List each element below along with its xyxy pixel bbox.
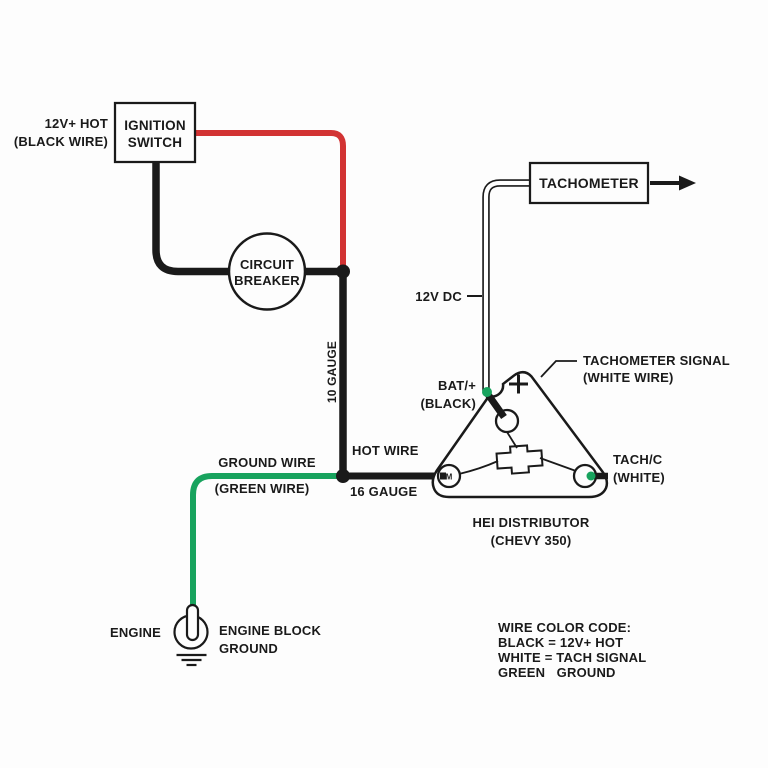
ignition-switch-box — [113, 101, 197, 164]
color-code-green: GREEN GROUND — [498, 665, 616, 680]
sixteen-gauge-label: 16 GAUGE — [350, 484, 417, 499]
m-terminal-mark: M — [446, 473, 453, 482]
tach-white-wire-core — [483, 180, 530, 391]
ignition-switch-label-1: IGNITION — [124, 118, 186, 133]
tach-signal-label-2: (WHITE WIRE) — [583, 370, 674, 385]
bat-green-dot — [482, 387, 492, 397]
tachometer-label: TACHOMETER — [539, 175, 639, 191]
circuit-breaker-label-1: CIRCUIT — [240, 257, 294, 272]
connector-bat-to-cross — [506, 431, 518, 449]
tach-c-label-1: TACH/C — [613, 452, 663, 467]
ten-gauge-label: 10 GAUGE — [325, 341, 339, 403]
tach-signal-pointer — [540, 360, 577, 378]
engine-block-label-2: GROUND — [219, 641, 278, 656]
color-code-white: WHITE = TACH SIGNAL — [498, 650, 646, 665]
color-code-title: WIRE COLOR CODE: — [498, 620, 631, 635]
tachometer-box — [528, 161, 650, 205]
junction-dot-bottom — [336, 469, 350, 483]
hot-source-label-1: 12V+ HOT — [45, 116, 108, 131]
distributor-label-1: HEI DISTRIBUTOR — [473, 515, 590, 530]
hot-wire-red — [196, 130, 346, 270]
ground-wire-label-2: (GREEN WIRE) — [215, 481, 310, 496]
color-code-black: BLACK = 12V+ HOT — [498, 635, 623, 650]
ignition-black-wire — [152, 160, 343, 276]
bat-wire-stub — [484, 390, 507, 420]
circuit-breaker-circle — [227, 232, 307, 311]
engine-ground-bolt — [185, 603, 200, 642]
rotor-cross — [495, 444, 544, 475]
junction-dot-top — [336, 264, 350, 279]
connector-tach-to-cross — [539, 457, 577, 472]
bat-label-1: BAT/+ — [438, 378, 476, 393]
hot-wire-label: HOT WIRE — [352, 443, 419, 458]
bat-label-2: (BLACK) — [420, 396, 476, 411]
distributor-label-2: (CHEVY 350) — [491, 533, 572, 548]
m-terminal — [436, 463, 462, 489]
tach-white-wire-outline — [482, 179, 530, 391]
ground-wire-green — [190, 473, 340, 606]
ground-wire-label-1: GROUND WIRE — [218, 455, 316, 470]
circuit-breaker-label-2: BREAKER — [234, 273, 300, 288]
connector-m-to-cross — [458, 460, 499, 475]
dc12v-label: 12V DC — [415, 289, 462, 304]
engine-label: ENGINE — [110, 625, 161, 640]
tach-signal-label-1: TACHOMETER SIGNAL — [583, 353, 730, 368]
tach-c-label-2: (WHITE) — [613, 470, 665, 485]
tach-green-dot — [586, 471, 596, 481]
tachometer-arrow-head — [679, 175, 696, 191]
ignition-switch-label-2: SWITCH — [128, 135, 182, 150]
engine-block-label-1: ENGINE BLOCK — [219, 623, 321, 638]
hot-source-label-2: (BLACK WIRE) — [14, 134, 108, 149]
